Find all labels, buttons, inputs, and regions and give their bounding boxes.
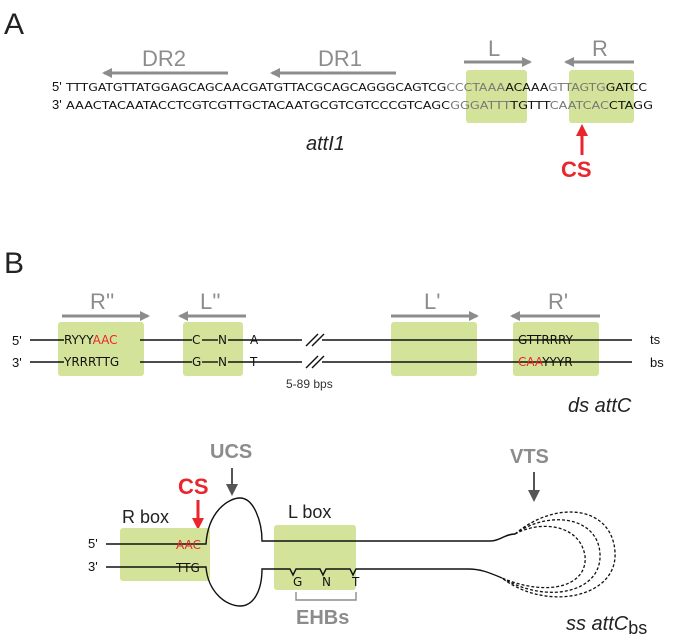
panel-a-letter: A: [4, 8, 24, 41]
vts-label: VTS: [510, 446, 549, 468]
r2-label: R'': [90, 289, 114, 314]
r2-box: [58, 322, 144, 376]
ss-r-box: [120, 528, 210, 581]
r1-top-seq: GTTRRRY: [518, 333, 574, 347]
ds-strands: [30, 333, 632, 369]
attI1-bottom-strand: AAACTACAATACCTCGTCGTTGCTACAATGCGTCGTCCCG…: [66, 101, 653, 112]
l2-top-n: N: [218, 333, 227, 347]
ss-cs-label: CS: [178, 474, 209, 499]
bs-label: bs: [650, 355, 664, 370]
l2-top-c: C: [192, 333, 200, 347]
r1-bottom-seq: CAAYYYR: [518, 355, 573, 369]
attI1-top-prime: 5': [52, 79, 62, 94]
ds-attc-label: ds attC: [568, 395, 632, 417]
dr2-label: DR2: [142, 46, 186, 71]
terminal-loops: [501, 511, 616, 598]
l1-box: [391, 322, 477, 376]
l2-bottom-t: T: [249, 355, 258, 369]
ehb-g: G: [293, 575, 302, 589]
r2-top-seq: RYYYAAC: [64, 333, 118, 347]
ehb-bracket: [295, 592, 357, 601]
l2-bottom-n: N: [218, 355, 227, 369]
dr1-label: DR1: [318, 46, 362, 71]
l-box-label: L box: [288, 502, 331, 522]
ts-label: ts: [650, 332, 661, 347]
ehbs-label: EHBs: [296, 607, 349, 629]
ss-top-prime: 5': [88, 536, 98, 551]
ss-strands: [106, 497, 516, 607]
ss-aac: AAC: [176, 538, 201, 552]
ucs-label: UCS: [210, 441, 252, 463]
ehb-t: T: [351, 575, 360, 589]
attI1-bottom-prime: 3': [52, 97, 62, 112]
l-box-highlight: [466, 70, 527, 123]
ds-top-prime: 5': [12, 333, 22, 348]
r2-bottom-seq: YRRRTTG: [63, 355, 119, 369]
r-box-highlight: [569, 70, 634, 123]
ss-bottom-prime: 3': [88, 559, 98, 574]
r-box-label: R box: [122, 507, 169, 527]
spacer-length: 5-89 bps: [286, 377, 333, 391]
l2-label: L'': [200, 289, 221, 314]
l2-bottom-g: G: [192, 355, 201, 369]
ehb-n: N: [322, 575, 331, 589]
l1-label: L': [424, 289, 440, 314]
attI1-top-strand: TTTGATGTTATGGAGCAGCAACGATGTTACGCAGCAGGGC…: [65, 83, 647, 94]
panel-b-letter: B: [4, 247, 24, 280]
attI1-label: attI1: [306, 133, 345, 155]
r1-label: R': [548, 289, 568, 314]
ss-attc-label: ss attCbs: [566, 613, 647, 638]
l-label: L: [488, 36, 500, 61]
ds-bottom-prime: 3': [12, 355, 22, 370]
ss-l-box: [274, 525, 356, 590]
attI1-cs-label: CS: [561, 157, 592, 182]
r-label: R: [592, 36, 608, 61]
ss-ttg: TTG: [175, 561, 200, 575]
l2-top-a: A: [250, 333, 259, 347]
